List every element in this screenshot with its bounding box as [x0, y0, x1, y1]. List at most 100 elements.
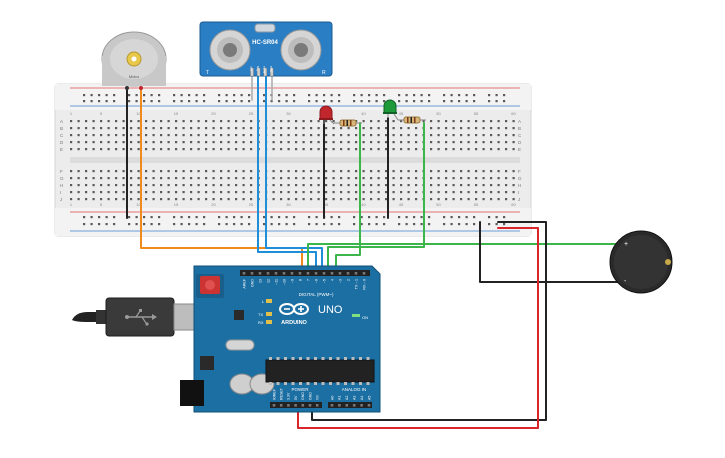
breadboard-hole[interactable]	[188, 100, 191, 103]
breadboard-hole[interactable]	[428, 216, 431, 219]
breadboard-hole[interactable]	[362, 170, 365, 173]
breadboard-hole[interactable]	[167, 177, 170, 180]
breadboard-hole[interactable]	[220, 184, 223, 187]
breadboard-hole[interactable]	[368, 100, 371, 103]
breadboard-hole[interactable]	[188, 216, 191, 219]
breadboard-hole[interactable]	[233, 216, 236, 219]
breadboard-hole[interactable]	[413, 216, 416, 219]
breadboard-hole[interactable]	[375, 216, 378, 219]
breadboard-hole[interactable]	[370, 134, 373, 137]
breadboard-hole[interactable]	[107, 141, 110, 144]
breadboard-hole[interactable]	[227, 184, 230, 187]
breadboard-hole[interactable]	[190, 148, 193, 151]
red-led[interactable]	[319, 105, 335, 125]
breadboard-hole[interactable]	[347, 127, 350, 130]
breadboard-hole[interactable]	[385, 170, 388, 173]
breadboard-hole[interactable]	[445, 141, 448, 144]
breadboard-hole[interactable]	[130, 134, 133, 137]
breadboard-hole[interactable]	[107, 170, 110, 173]
breadboard-hole[interactable]	[190, 141, 193, 144]
breadboard-hole[interactable]	[310, 120, 313, 123]
breadboard-hole[interactable]	[430, 141, 433, 144]
breadboard-hole[interactable]	[287, 141, 290, 144]
breadboard-hole[interactable]	[263, 216, 266, 219]
breadboard-hole[interactable]	[280, 134, 283, 137]
breadboard-hole[interactable]	[287, 191, 290, 194]
breadboard-hole[interactable]	[308, 94, 311, 97]
breadboard-hole[interactable]	[437, 148, 440, 151]
breadboard-hole[interactable]	[405, 100, 408, 103]
breadboard-hole[interactable]	[315, 216, 318, 219]
breadboard-hole[interactable]	[83, 100, 86, 103]
breadboard-hole[interactable]	[128, 216, 131, 219]
breadboard-hole[interactable]	[325, 177, 328, 180]
breadboard-hole[interactable]	[450, 223, 453, 226]
breadboard-hole[interactable]	[450, 216, 453, 219]
breadboard-hole[interactable]	[70, 120, 73, 123]
breadboard-hole[interactable]	[287, 148, 290, 151]
breadboard-hole[interactable]	[248, 216, 251, 219]
breadboard-hole[interactable]	[227, 134, 230, 137]
breadboard-hole[interactable]	[332, 198, 335, 201]
header-pin[interactable]	[360, 404, 363, 407]
breadboard-hole[interactable]	[130, 148, 133, 151]
breadboard-hole[interactable]	[317, 170, 320, 173]
breadboard-hole[interactable]	[310, 198, 313, 201]
green-led[interactable]	[383, 99, 399, 121]
breadboard-hole[interactable]	[287, 120, 290, 123]
breadboard-hole[interactable]	[205, 148, 208, 151]
breadboard-hole[interactable]	[420, 216, 423, 219]
breadboard-hole[interactable]	[405, 223, 408, 226]
breadboard-hole[interactable]	[430, 177, 433, 180]
breadboard-hole[interactable]	[220, 170, 223, 173]
breadboard-hole[interactable]	[293, 100, 296, 103]
breadboard-hole[interactable]	[250, 191, 253, 194]
breadboard-hole[interactable]	[85, 148, 88, 151]
breadboard-hole[interactable]	[272, 120, 275, 123]
breadboard-hole[interactable]	[218, 94, 221, 97]
breadboard-hole[interactable]	[190, 184, 193, 187]
breadboard-hole[interactable]	[347, 191, 350, 194]
breadboard-hole[interactable]	[302, 177, 305, 180]
breadboard-hole[interactable]	[323, 223, 326, 226]
breadboard-hole[interactable]	[240, 100, 243, 103]
breadboard-hole[interactable]	[362, 177, 365, 180]
breadboard-hole[interactable]	[83, 94, 86, 97]
breadboard-hole[interactable]	[362, 120, 365, 123]
breadboard-hole[interactable]	[377, 148, 380, 151]
header-pin[interactable]	[362, 272, 366, 275]
breadboard-hole[interactable]	[428, 100, 431, 103]
breadboard-hole[interactable]	[278, 100, 281, 103]
breadboard-hole[interactable]	[437, 141, 440, 144]
breadboard-hole[interactable]	[77, 127, 80, 130]
breadboard-hole[interactable]	[107, 184, 110, 187]
breadboard-hole[interactable]	[415, 148, 418, 151]
breadboard-hole[interactable]	[70, 141, 73, 144]
breadboard-hole[interactable]	[137, 191, 140, 194]
breadboard-hole[interactable]	[92, 177, 95, 180]
breadboard-hole[interactable]	[407, 198, 410, 201]
breadboard-hole[interactable]	[285, 223, 288, 226]
breadboard-hole[interactable]	[98, 100, 101, 103]
breadboard-hole[interactable]	[385, 127, 388, 130]
breadboard-hole[interactable]	[332, 184, 335, 187]
breadboard-hole[interactable]	[77, 148, 80, 151]
breadboard-hole[interactable]	[355, 141, 358, 144]
breadboard-hole[interactable]	[220, 191, 223, 194]
breadboard-hole[interactable]	[235, 191, 238, 194]
breadboard-hole[interactable]	[317, 134, 320, 137]
wire-buzzer-signal[interactable]	[307, 243, 633, 275]
breadboard-hole[interactable]	[452, 184, 455, 187]
breadboard-hole[interactable]	[242, 184, 245, 187]
breadboard-hole[interactable]	[512, 127, 515, 130]
breadboard-hole[interactable]	[377, 170, 380, 173]
breadboard-hole[interactable]	[460, 127, 463, 130]
breadboard-hole[interactable]	[430, 148, 433, 151]
breadboard-hole[interactable]	[203, 216, 206, 219]
breadboard-hole[interactable]	[355, 198, 358, 201]
breadboard-hole[interactable]	[460, 120, 463, 123]
breadboard-hole[interactable]	[497, 170, 500, 173]
breadboard-hole[interactable]	[250, 177, 253, 180]
breadboard-hole[interactable]	[302, 134, 305, 137]
breadboard-hole[interactable]	[302, 191, 305, 194]
